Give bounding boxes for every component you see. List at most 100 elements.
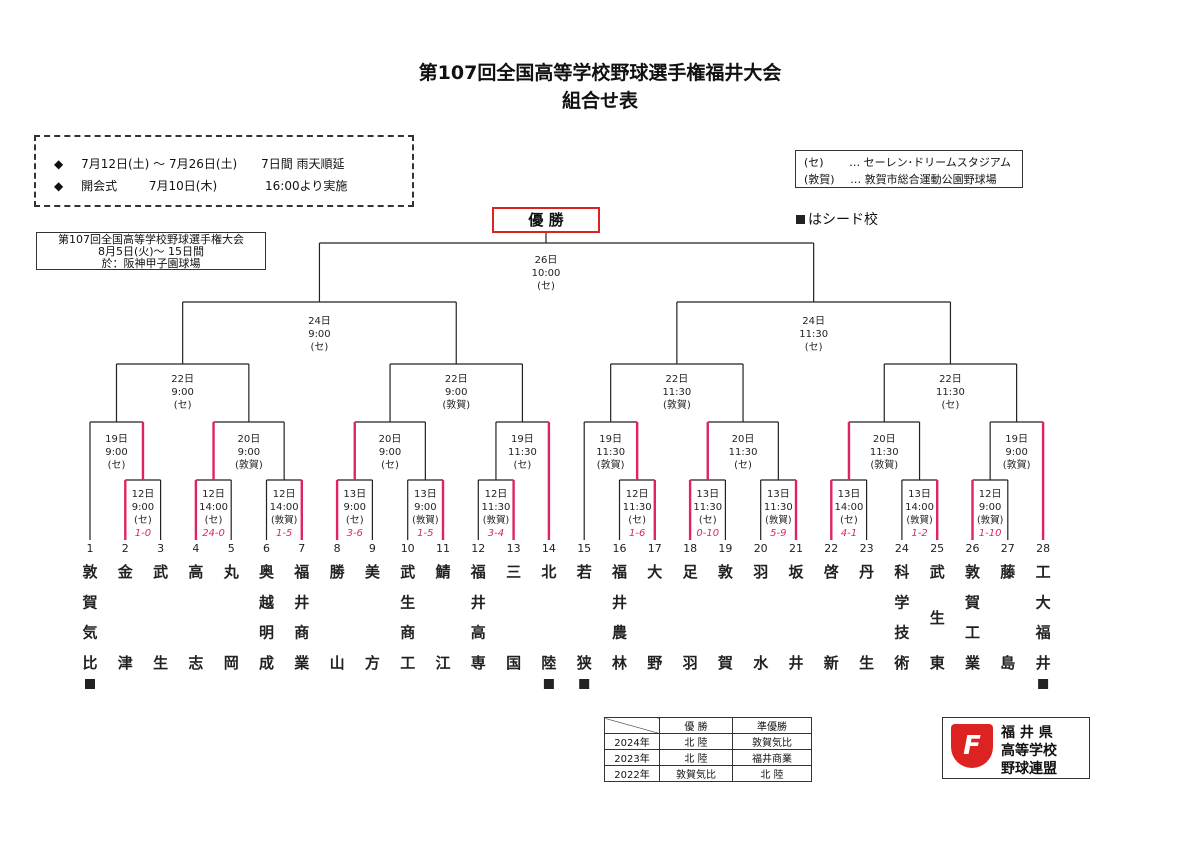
venue-name: … セーレン･ドリームスタジアム [849,156,1011,169]
team-name-char: 業 [293,654,310,672]
koshien-venue: 於：阪神甲子園球場 [101,257,201,270]
team-name-char: 商 [400,624,415,642]
team-number: 28 [1036,542,1050,555]
team-name-char: 業 [964,654,981,672]
team-name-char: 成 [259,654,274,672]
round1-match-day: 13日 [696,489,719,500]
team-number: 9 [369,542,376,555]
team-number: 5 [228,542,235,555]
round1-match-score: 5-9 [770,528,786,539]
table-row: 2024年 北 陸 敦賀気比 [604,733,812,750]
table-corner-cell [604,717,660,734]
round1-match-day: 13日 [908,489,931,500]
round2-match-time: 9:00 [1005,447,1027,458]
round2-match-time: 11:30 [729,447,758,458]
round2-match-venue: (敦賀) [870,458,898,471]
team-name-char: 工 [1036,563,1051,581]
diamond-bullet-icon: ◆ [54,157,64,171]
quarterfinal-day: 22日 [445,374,468,385]
venue-abbr: (敦賀) [804,173,835,186]
round2-match-day: 19日 [1005,434,1028,445]
team-name-char: 金 [117,563,134,581]
round1-match-time: 11:30 [764,502,793,513]
round1-match-day: 12日 [202,489,225,500]
team-name-char: 賀 [964,593,980,611]
round1-match-score: 3-4 [488,528,504,539]
team-name-char: 井 [471,593,486,611]
round1-match-venue: (敦賀) [765,514,791,526]
team-name-char: 島 [1000,654,1015,672]
team-number: 16 [613,542,627,555]
round1-match-time: 11:30 [623,502,652,513]
quarterfinal-time: 11:30 [662,387,691,398]
table-cell-runner: 北 陸 [732,765,812,782]
team-name-char: 敦 [718,563,734,581]
round1-match-time: 11:30 [693,502,722,513]
team-number: 2 [122,542,129,555]
round1-match-time: 14:00 [270,502,299,513]
team-name-char: 勝 [330,563,346,581]
round1-match-day: 12日 [979,489,1002,500]
team-name-char: 鯖 [434,563,450,581]
venue-line-tsuruga: (敦賀) … 敦賀市総合運動公園野球場 [804,171,997,187]
quarterfinal-time: 9:00 [171,387,193,398]
round1-match-time: 9:00 [344,502,366,513]
team-name-char: 林 [612,654,628,672]
team-name-char: 専 [471,654,486,672]
round1-match-day: 12日 [485,489,508,500]
team-number: 15 [577,542,591,555]
team-name-char: 藤 [1000,563,1016,581]
round1-match-venue: (セ) [628,514,646,526]
round1-match-day: 13日 [414,489,437,500]
team-number: 13 [507,542,521,555]
round1-match-day: 12日 [626,489,649,500]
team-name-char: 福 [611,563,627,581]
team-name-char: 東 [930,654,945,672]
round1-match-day: 12日 [132,489,155,500]
table-cell-winner: 北 陸 [659,749,733,766]
round1-match-score: 0-10 [696,528,719,539]
koshien-info-box: 第107回全国高等学校野球選手権大会 8月5日(火)～ 15日間 於：阪神甲子園… [36,232,266,270]
team-name-char: 賀 [717,654,733,672]
seed-legend: はシード校 [796,209,878,229]
table-cell-runner: 敦賀気比 [732,733,812,750]
team-name-char: 賀 [81,593,97,611]
team-name-char: 方 [365,654,380,672]
round2-match-day: 20日 [379,434,402,445]
team-name-char: 敦 [82,563,98,581]
round1-match-score: 3-6 [347,528,363,539]
round2-match-time: 11:30 [508,447,537,458]
opening-time: 16:00より実施 [265,179,348,193]
team-name-char: 丸 [223,563,240,581]
round1-match-day: 13日 [838,489,861,500]
round1-match-time: 9:00 [132,502,154,513]
team-name-char: 新 [824,654,839,672]
team-name-char: 山 [330,654,345,672]
federation-badge-icon: F [951,724,993,768]
team-name-char: 奥 [259,563,275,581]
team-name-char: 丹 [859,563,874,581]
page-title: 第107回全国高等学校野球選手権福井大会 [418,62,782,84]
team-number: 18 [683,542,697,555]
semifinal-time: 9:00 [308,329,330,340]
team-name-char: 比 [82,654,97,672]
round1-match-venue: (敦賀) [977,514,1003,526]
round1-match-score: 1-5 [417,528,433,539]
round2-match-time: 11:30 [870,447,899,458]
team-name-char: 美 [365,563,381,581]
team-number: 27 [1001,542,1015,555]
team-number: 10 [401,542,415,555]
team-number: 6 [263,542,270,555]
quarterfinal-day: 22日 [939,374,962,385]
team-name-char: 越 [258,593,275,611]
seed-square-icon [796,215,805,224]
round1-match-venue: (セ) [205,514,223,526]
venue-legend: (セ) … セーレン･ドリームスタジアム (敦賀) … 敦賀市総合運動公園野球場 [795,150,1023,188]
round1-match-time: 14:00 [835,502,864,513]
quarterfinal-time: 11:30 [936,387,965,398]
koshien-title: 第107回全国高等学校野球選手権大会 [58,233,244,246]
quarterfinal-venue: (敦賀) [442,398,470,411]
team-number: 4 [192,542,199,555]
round1-match-venue: (セ) [840,514,858,526]
round2-match-venue: (敦賀) [1003,458,1031,471]
